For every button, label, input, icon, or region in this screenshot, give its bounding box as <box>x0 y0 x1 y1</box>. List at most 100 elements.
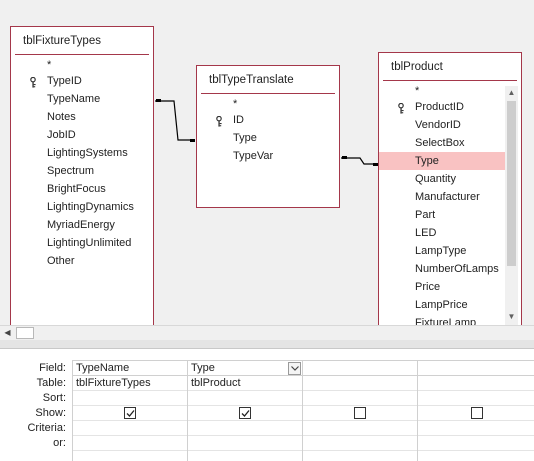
pane-splitter[interactable] <box>0 340 534 349</box>
field-label: ProductID <box>415 101 464 113</box>
field-led[interactable]: LED <box>379 224 505 242</box>
join-line-typevar-type <box>341 157 378 165</box>
show-checkbox[interactable] <box>124 407 136 419</box>
sort-cell[interactable] <box>303 391 417 406</box>
show-checkbox[interactable] <box>470 407 483 419</box>
scroll-down-arrow-icon[interactable]: ▼ <box>505 310 518 323</box>
field-label: LampPrice <box>415 299 468 311</box>
field-all-star[interactable]: * <box>197 98 339 111</box>
field-type[interactable]: Type <box>197 129 339 147</box>
show-checkbox[interactable] <box>239 407 251 419</box>
or-cell[interactable] <box>73 436 187 451</box>
field-cell[interactable] <box>303 361 417 376</box>
field-productid[interactable]: ProductID <box>379 98 505 116</box>
query-design-grid: Field: Table: Sort: Show: Criteria: or: … <box>0 349 534 461</box>
sort-cell[interactable] <box>418 391 534 406</box>
field-lightingunlimited[interactable]: LightingUnlimited <box>11 234 153 252</box>
grid-column-3 <box>302 361 417 461</box>
field-label: NumberOfLamps <box>415 263 499 275</box>
criteria-cell[interactable] <box>303 421 417 436</box>
table-title[interactable]: tblTypeTranslate <box>197 66 339 94</box>
join-line-typename-type <box>155 100 195 141</box>
horizontal-scroll-thumb[interactable] <box>16 327 34 339</box>
row-label-criteria: Criteria: <box>27 422 66 434</box>
field-numberoflamps[interactable]: NumberOfLamps <box>379 260 505 278</box>
table-value: tblProduct <box>191 377 241 389</box>
field-notes[interactable]: Notes <box>11 108 153 126</box>
field-part[interactable]: Part <box>379 206 505 224</box>
criteria-cell[interactable] <box>418 421 534 436</box>
field-fixturelamp[interactable]: FixtureLamp <box>379 314 505 325</box>
field-brightfocus[interactable]: BrightFocus <box>11 180 153 198</box>
table-cell[interactable]: tblFixtureTypes <box>73 376 187 391</box>
or-cell[interactable] <box>418 436 534 451</box>
field-typename[interactable]: TypeName <box>11 90 153 108</box>
field-all-star[interactable]: * <box>379 85 505 98</box>
field-all-star[interactable]: * <box>11 59 153 72</box>
field-selectbox[interactable]: SelectBox <box>379 134 505 152</box>
table-title[interactable]: tblProduct <box>379 53 521 81</box>
show-cell[interactable] <box>303 406 417 421</box>
field-label: VendorID <box>415 119 461 131</box>
scroll-up-arrow-icon[interactable]: ▲ <box>505 86 518 99</box>
field-vendorid[interactable]: VendorID <box>379 116 505 134</box>
table-cell[interactable]: tblProduct <box>188 376 302 391</box>
table-cell[interactable] <box>418 376 534 391</box>
field-type[interactable]: Type <box>379 152 505 170</box>
canvas-horizontal-scrollbar[interactable]: ◀ <box>0 325 534 340</box>
criteria-cell[interactable] <box>73 421 187 436</box>
table-title[interactable]: tblFixtureTypes <box>11 27 153 55</box>
field-label: Quantity <box>415 173 456 185</box>
table-cell[interactable] <box>303 376 417 391</box>
field-value: Type <box>191 362 215 374</box>
field-lampprice[interactable]: LampPrice <box>379 296 505 314</box>
field-lamptype[interactable]: LampType <box>379 242 505 260</box>
field-cell[interactable]: TypeName <box>73 361 187 376</box>
field-manufacturer[interactable]: Manufacturer <box>379 188 505 206</box>
or-cell[interactable] <box>188 436 302 451</box>
show-cell[interactable] <box>188 406 302 421</box>
field-price[interactable]: Price <box>379 278 505 296</box>
field-other[interactable]: Other <box>11 252 153 270</box>
criteria-cell[interactable] <box>188 421 302 436</box>
field-list-scrollbar[interactable]: ▲ ▼ <box>505 86 518 325</box>
chevron-down-icon[interactable] <box>288 362 301 375</box>
or-cell[interactable] <box>303 436 417 451</box>
grid-row-labels: Field: Table: Sort: Show: Criteria: or: <box>0 361 70 451</box>
field-label: LED <box>415 227 437 239</box>
field-id[interactable]: ID <box>197 111 339 129</box>
field-label: Part <box>415 209 436 221</box>
show-cell[interactable] <box>418 406 534 421</box>
field-lightingdynamics[interactable]: LightingDynamics <box>11 198 153 216</box>
sort-cell[interactable] <box>188 391 302 406</box>
field-label: TypeVar <box>233 150 274 162</box>
table-value: tblFixtureTypes <box>76 377 151 389</box>
field-label: Type <box>233 132 257 144</box>
sort-cell[interactable] <box>73 391 187 406</box>
field-quantity[interactable]: Quantity <box>379 170 505 188</box>
field-cell[interactable]: Type <box>188 361 302 376</box>
field-myriadenergy[interactable]: MyriadEnergy <box>11 216 153 234</box>
row-label-or: or: <box>53 437 66 449</box>
field-typeid[interactable]: TypeID <box>11 72 153 90</box>
show-cell[interactable] <box>73 406 187 421</box>
scroll-thumb[interactable] <box>507 101 516 266</box>
scroll-left-arrow-icon[interactable]: ◀ <box>0 326 15 340</box>
field-cell[interactable] <box>418 361 534 376</box>
field-typevar[interactable]: TypeVar <box>197 147 339 165</box>
field-lightingsystems[interactable]: LightingSystems <box>11 144 153 162</box>
grid-column-2: Type tblProduct <box>187 361 302 461</box>
field-spectrum[interactable]: Spectrum <box>11 162 153 180</box>
row-label-field: Field: <box>39 362 66 374</box>
field-label: TypeID <box>47 75 82 87</box>
show-checkbox[interactable] <box>354 407 366 419</box>
field-jobid[interactable]: JobID <box>11 126 153 144</box>
field-label: Type <box>415 155 439 167</box>
